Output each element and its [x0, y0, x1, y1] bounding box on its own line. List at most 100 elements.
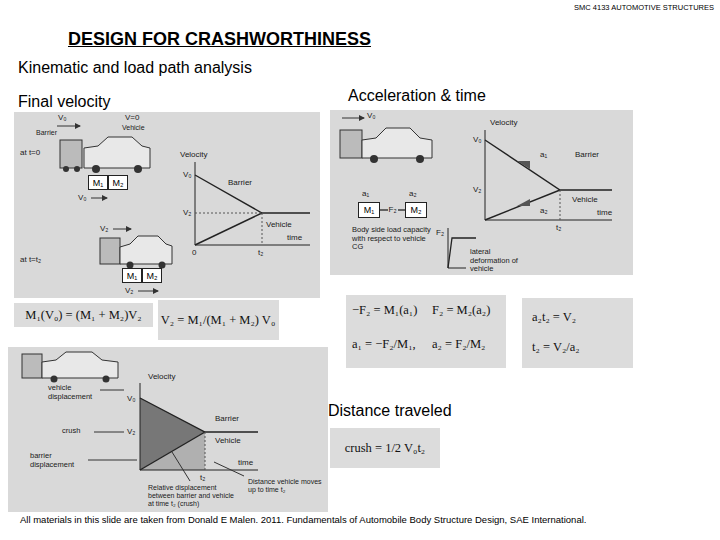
axis [448, 268, 466, 269]
wheel [92, 165, 100, 173]
axis [140, 383, 141, 470]
velocity-label: V₂ [100, 224, 108, 233]
barrier-curve [140, 398, 258, 432]
mass-label: M₂ [113, 178, 124, 188]
callout-text: barrier displacement [30, 452, 85, 469]
velocity-arrow [91, 198, 107, 199]
velocity-label: V=0 [125, 113, 139, 122]
axis-label: time [238, 458, 253, 467]
part-label: Vehicle [122, 124, 145, 132]
vehicle-outline [42, 352, 118, 378]
wheel [134, 165, 142, 173]
slide-title: DESIGN FOR CRASHWORTHINESS [68, 29, 371, 50]
guide-line [205, 432, 206, 470]
vehicle-area [140, 432, 205, 470]
wheel [63, 166, 69, 172]
section-heading: Acceleration & time [348, 87, 486, 105]
slope-marker [517, 161, 530, 169]
axis-tick: 0 [192, 248, 196, 257]
callout-text: Distance vehicle moves up to time t₂ [248, 478, 326, 494]
figure-panel [14, 112, 320, 298]
velocity-label: V₀ [367, 111, 376, 120]
curve-label: Vehicle [572, 195, 598, 204]
equation-text: t₂ = V₂/a₂ [532, 340, 580, 355]
leader-line [172, 452, 190, 481]
vehicle-outline [120, 236, 172, 264]
axis-label: time [597, 208, 612, 217]
wheel [74, 166, 80, 172]
equation-panel: −F₂ = M₁(a₁)F₂ = M₂(a₂)a₁ = −F₂/M₁,a₂ = … [346, 295, 506, 368]
axis [485, 130, 486, 220]
axis-tick: t₂ [258, 248, 263, 257]
equation-text: a₁ = −F₂/M₁, [352, 337, 416, 352]
equation-panel: M₁(V₀) = (M₁ + M₂)V₂ [14, 303, 153, 327]
wheel [370, 155, 378, 163]
wheel [103, 376, 110, 383]
axis-tick: F₂ [436, 228, 444, 237]
leader-line [88, 460, 137, 461]
curve-label: Barrier [228, 178, 252, 187]
section-heading: Final velocity [18, 93, 110, 111]
velocity-label: V₀ [58, 113, 67, 122]
time-label: at t=t₂ [20, 255, 41, 264]
axis [140, 470, 258, 471]
curve-label: Barrier [215, 414, 239, 423]
mass-box: M₁ [88, 175, 108, 190]
axis-tick: V₀ [183, 170, 192, 179]
callout-text: crush [62, 427, 80, 436]
curve-label: Barrier [575, 150, 599, 159]
vehicle-curve [140, 432, 205, 470]
barrier-cart [100, 238, 120, 264]
equation-panel: crush = 1/2 V₀t₂ [330, 428, 440, 468]
barrier-curve [195, 175, 310, 213]
mass-label: M₁ [364, 205, 375, 215]
equation-text: crush = 1/2 V₀t₂ [345, 441, 425, 456]
axis-tick: V₂ [127, 427, 135, 436]
equation-text: −F₂ = M₁(a₁) [352, 303, 417, 318]
velocity-arrow [113, 229, 131, 230]
axis-tick: V₂ [183, 208, 191, 217]
velocity-label: V₂ [125, 286, 133, 295]
accel-label: a₂ [540, 206, 548, 215]
axis-label: Velocity [490, 118, 518, 127]
axis-tick: V₀ [127, 394, 136, 403]
accel-label: a₂ [409, 189, 417, 198]
vehicle-curve [485, 190, 560, 220]
figure-panel [330, 110, 633, 275]
crush-area [140, 398, 205, 470]
subtitle: Kinematic and load path analysis [18, 59, 252, 77]
axis-tick: V₀ [473, 135, 482, 144]
note-text: Body side load capacity with respect to … [352, 226, 432, 252]
equation-panel: V₂ = M₁/(M₁ + M₂) V₀ [158, 300, 279, 340]
callout-text: Relative displacement between barrier an… [148, 484, 238, 508]
equation-text: a₂ = F₂/M₂ [432, 337, 485, 352]
leader-line [94, 432, 124, 433]
section-heading: Distance traveled [328, 402, 452, 420]
equation-text: a₂t₂ = V₂ [532, 310, 576, 325]
accel-label: a₁ [362, 189, 369, 198]
velocity-arrow [342, 118, 364, 119]
figure-panel [8, 347, 328, 512]
axis-label: Velocity [180, 150, 208, 159]
mass-label: M₂ [147, 271, 158, 281]
barrier-cart [22, 354, 42, 378]
axis [485, 220, 612, 221]
time-label: at t=0 [20, 148, 40, 157]
velocity-arrow [57, 126, 80, 127]
axis-label: lateral deformation of vehicle [470, 248, 532, 274]
axis-label: Velocity [148, 372, 176, 381]
barrier-curve [485, 140, 612, 190]
equation-text: M₁(V₀) = (M₁ + M₂)V₂ [25, 308, 141, 323]
axis-tick: t₂ [556, 223, 561, 232]
guide-line [262, 213, 263, 245]
mass-box: M₁ [122, 268, 142, 283]
mass-box: M₁ [358, 202, 380, 218]
axis-tick: t₂ [200, 473, 205, 482]
vehicle-curve [195, 213, 262, 245]
guide-line [195, 213, 262, 214]
velocity-arrow [138, 291, 158, 292]
axis-label: time [287, 233, 302, 242]
source-caption: All materials in this slide are taken fr… [20, 515, 586, 526]
vehicle-outline [362, 128, 432, 158]
